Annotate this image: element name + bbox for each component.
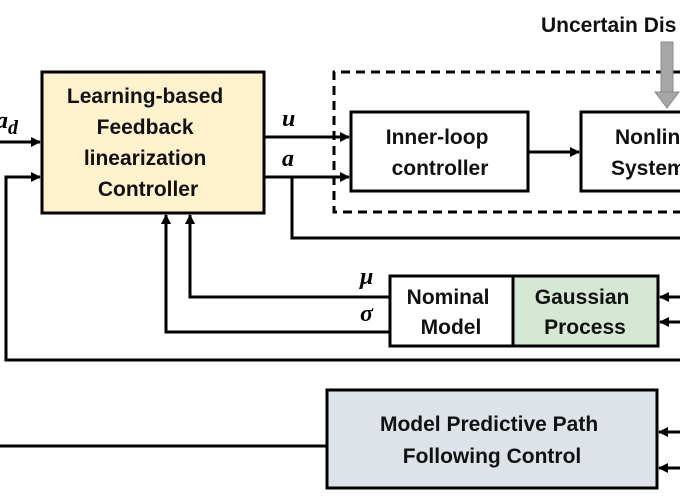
- svg-text:Model Predictive Path Fo: Model Predictive Path Following Control: [380, 413, 604, 468]
- a-d-label: ad: [0, 108, 19, 139]
- svg-text:Gaussian Process: Gaussian Process: [535, 286, 635, 339]
- nonlinear-system-block: Nonlin System: [579, 110, 680, 193]
- u-label: u: [282, 106, 295, 132]
- feedback-linearization-controller-block: Learning-based Feedback linearization Co…: [40, 70, 266, 215]
- svg-text:Nonlin System: Nonlin System: [611, 126, 680, 180]
- sigma-feedback-wire: [161, 214, 390, 334]
- disturbance-arrow: [654, 41, 680, 109]
- svg-text:Learning-based Feedback: Learning-based Feedback linearization Co…: [67, 85, 229, 201]
- svg-text:Nominal Model: Nominal Model: [407, 286, 496, 339]
- sigma-label: σ: [360, 301, 374, 327]
- svg-text:Inner-loop controller: Inner-loop controller: [386, 126, 495, 180]
- gaussian-process-block: Gaussian Process: [511, 274, 660, 348]
- plant-dashed-boundary: [332, 70, 680, 214]
- nominal-model-block: Nominal Model: [388, 274, 515, 348]
- a-branch-wire: [290, 177, 680, 240]
- mu-feedback-wire: [185, 214, 390, 299]
- a-label: a: [282, 146, 294, 172]
- uncertain-disturbance-label: Uncertain Dis: [541, 14, 676, 37]
- mu-label: μ: [358, 264, 373, 290]
- inner-loop-controller-block: Inner-loop controller: [349, 110, 530, 193]
- mpc-block: Model Predictive Path Following Control: [325, 388, 659, 490]
- outer-feedback-wire: [4, 172, 680, 362]
